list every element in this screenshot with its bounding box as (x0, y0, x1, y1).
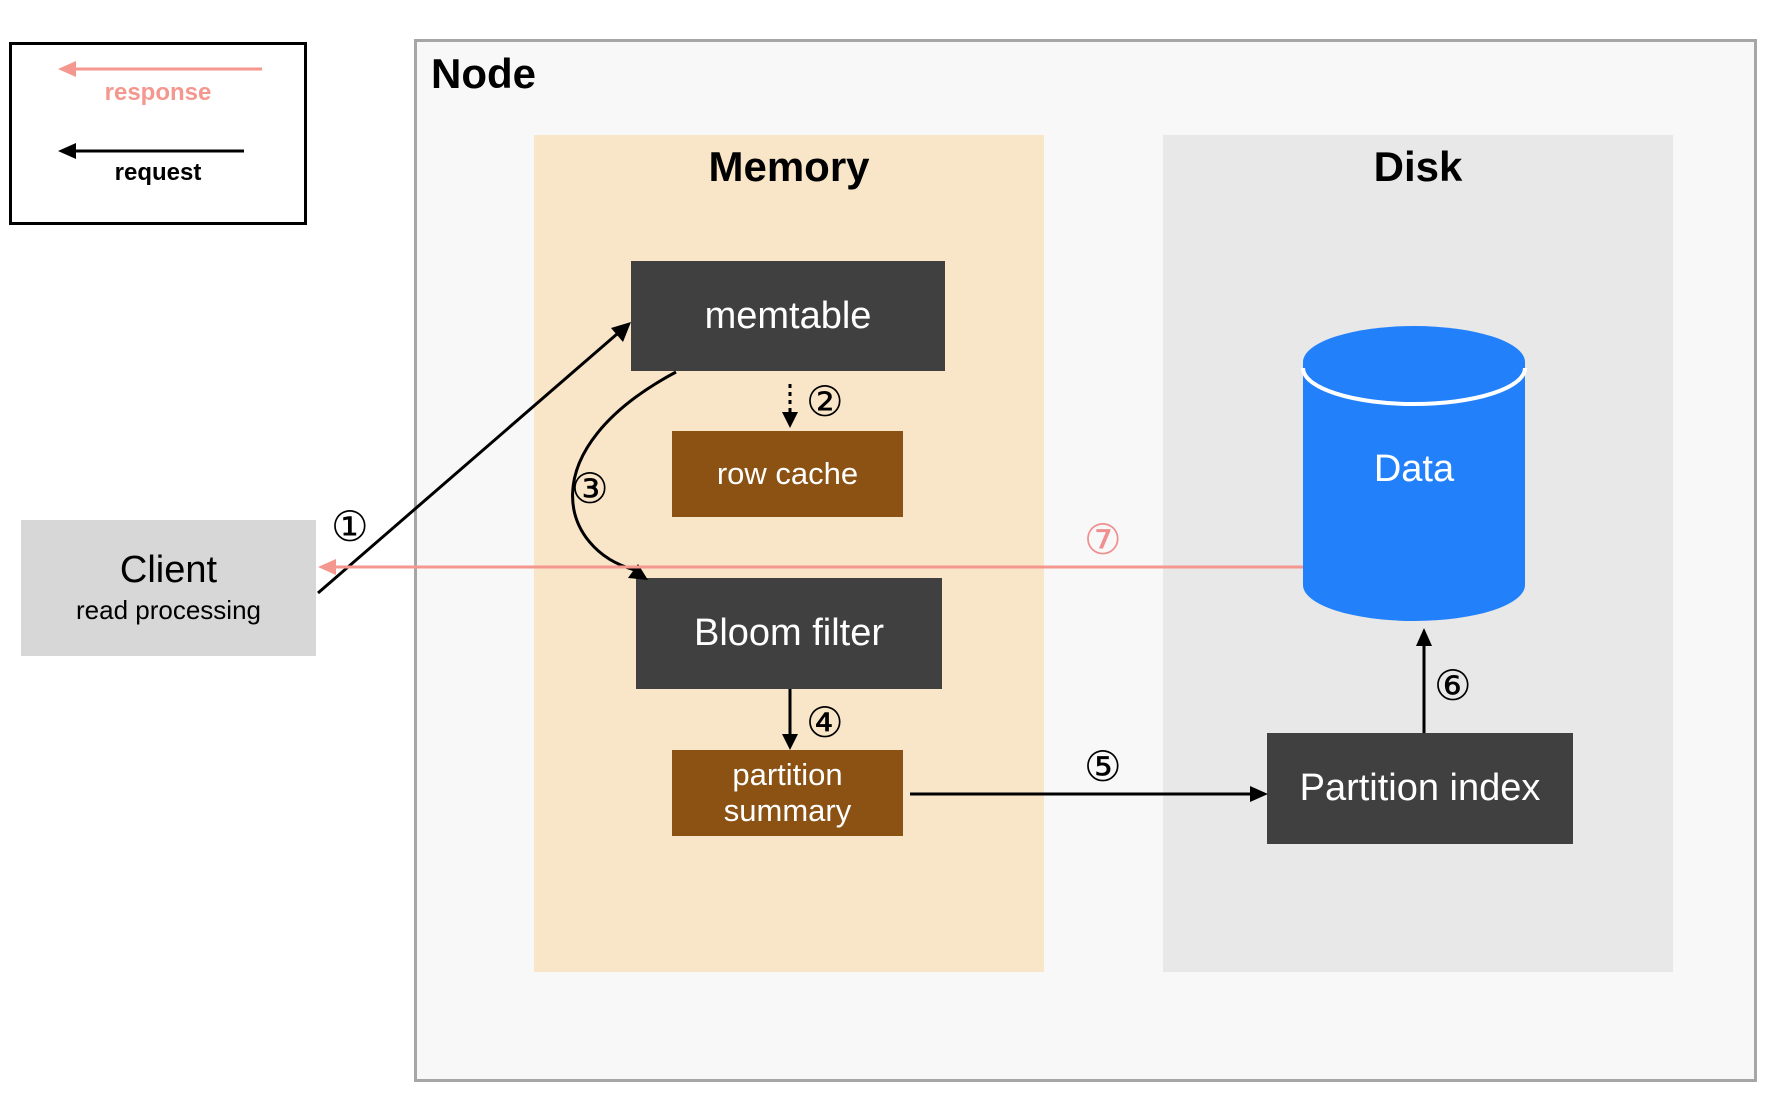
step-6-marker: ⑥ (1434, 661, 1472, 710)
request-arrow-summary-to-partition-index (910, 786, 1268, 802)
client-box: Client read processing (21, 520, 316, 656)
data-label: Data (1373, 448, 1455, 490)
step-4-marker: ④ (806, 698, 844, 747)
row-cache-box: row cache (672, 431, 903, 517)
step-2-marker: ② (806, 377, 844, 426)
node-title: Node (431, 50, 536, 97)
legend-request-arrow (58, 143, 244, 159)
legend-response-label: response (104, 79, 212, 106)
step-5-marker: ⑤ (1084, 742, 1122, 791)
client-title: Client (119, 548, 218, 591)
memory-title: Memory (708, 143, 870, 190)
legend-request-label: request (114, 159, 202, 186)
partition-summary-line1: partition (732, 757, 843, 793)
partition-index-box: Partition index (1267, 733, 1573, 844)
memtable-box: memtable (631, 261, 945, 371)
legend: response request (9, 42, 307, 225)
database-cylinder (1301, 326, 1527, 621)
response-arrow-data-to-client (318, 559, 1303, 575)
step-3-marker: ③ (571, 464, 609, 513)
disk-title: Disk (1373, 143, 1463, 190)
partition-summary-box: partition summary (672, 750, 903, 836)
step-7-marker: ⑦ (1084, 515, 1122, 564)
client-subtitle: read processing (76, 595, 261, 626)
request-arrow-memtable-to-bloom-filter (571, 370, 677, 580)
bloom-filter-box: Bloom filter (636, 578, 942, 689)
step-1-marker: ① (331, 502, 369, 551)
legend-response-arrow (58, 61, 262, 77)
request-arrow-client-to-memtable (317, 322, 631, 595)
request-arrow-memtable-to-row-cache (782, 384, 798, 428)
partition-summary-line2: summary (723, 793, 852, 828)
request-arrow-bloom-to-partition-summary (782, 689, 798, 750)
request-arrow-partition-index-to-data (1416, 628, 1432, 733)
